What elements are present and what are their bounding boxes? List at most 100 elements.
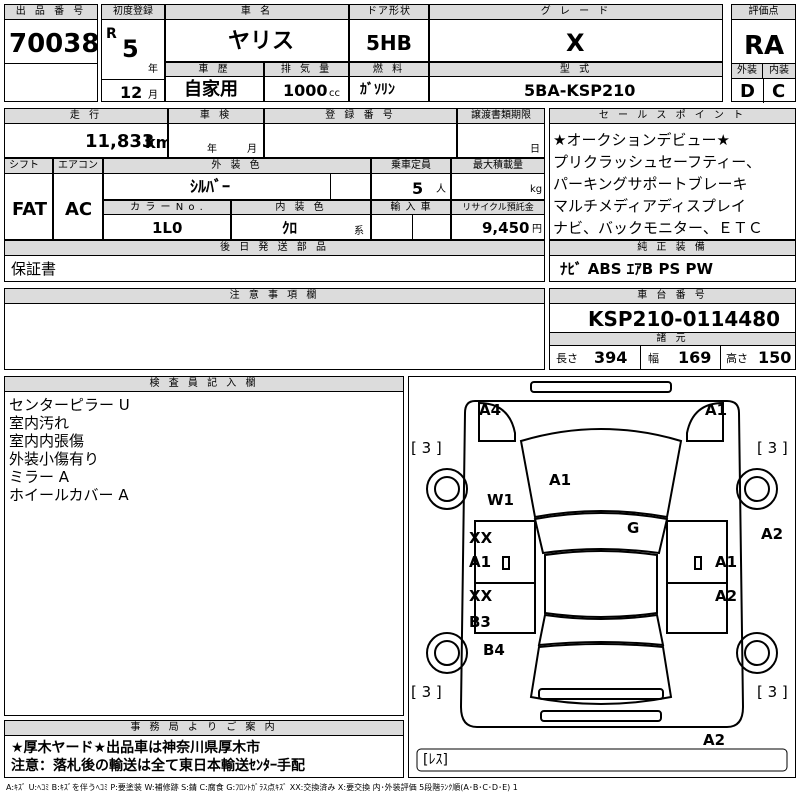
later-parts: 保証書 [11,260,57,278]
height: 150 [758,348,792,367]
model-box: 型 式 5BA-KSP210 [429,62,723,102]
car-name-box: 車 名 ヤリス [165,4,349,62]
width-label: 幅 [648,352,659,365]
lot-number-box: 出 品 番 号 70038 [4,4,100,102]
tire-rear-left: [ 3 ] [411,683,442,701]
inspector-note: 室内汚れ [9,414,70,432]
fuel-header: 燃 料 [350,63,428,77]
recycle-box: リサイクル預託金 9,450 円 [451,200,545,240]
displacement-unit: cc [329,88,340,99]
later-parts-header: 後 日 発 送 部 品 [5,241,544,256]
import-header: 輸 入 車 [372,201,450,215]
rating-header: 評価点 [732,5,795,20]
recycle-fee: 9,450 [482,219,530,237]
inspector-box: 検 査 員 記 入 欄 センターピラー U 室内汚れ 室内内張傷 外装小傷有り … [4,376,404,716]
inspector-note: 室内内張傷 [9,432,85,450]
int-color-box: 内 装 色 ｸﾛ 系 [231,200,371,240]
sales-point-line: ★オークションデビュー★ [553,131,730,149]
car-diagram [416,381,788,772]
mileage: 11,833 [85,131,155,152]
width: 169 [678,348,712,367]
max-load-header: 最大積載量 [452,159,544,174]
shift-header: シフト [5,159,52,174]
mark-b3-left-rear: B3 [469,613,491,631]
genuine-equipment: ﾅﾋﾞ ABS ｴｱB PS PW [560,260,714,278]
door-type-box: ドア形状 5HB [349,4,429,62]
ext-color: ｼﾙﾊﾞｰ [190,177,231,196]
mark-g-roof: G [627,519,640,537]
lot-number-header: 出 品 番 号 [5,5,97,20]
aircon-box: エアコン AC [53,158,103,240]
damage-diagram-box: A4 A1 W1 A1 G XX A1 A2 A1 XX A2 B3 B4 A2… [408,376,796,778]
fuel: ｶﾞｿﾘﾝ [360,82,395,98]
mileage-header: 走 行 [5,109,167,124]
displacement-box: 排 気 量 1000 cc [264,62,349,102]
history-box: 車 歴 自家用 [165,62,264,102]
mark-a2-rear: A2 [703,731,726,749]
transfer-deadline-box: 譲渡書類期限 日 [457,108,545,158]
mark-a1-front-right: A1 [705,401,728,419]
sales-point-line: プリクラッシュセーフティー、 [553,153,762,171]
ext-color-header: 外 装 色 [104,159,370,174]
capacity-header: 乗車定員 [372,159,450,174]
length-label: 長さ [556,352,578,365]
length: 394 [594,348,628,367]
max-load-box: 最大積載量 kg [451,158,545,200]
mark-w1: W1 [487,491,514,509]
registration-month: 12 [120,83,143,102]
lot-number: 70038 [9,29,100,59]
history-header: 車 歴 [166,63,263,77]
int-color-header: 内 装 色 [232,201,370,215]
mileage-unit: km [145,133,173,152]
capacity-box: 乗車定員 5 人 [371,158,451,200]
color-no: 1L0 [152,219,183,237]
sales-points-header: セ ー ル ス ポ イ ン ト [550,109,795,124]
office-notice-header: 事 務 局 よ り ご 案 内 [5,721,403,736]
specs-header: 諸 元 [550,332,795,346]
load-unit: kg [530,184,543,195]
mark-a1-left-front: A1 [469,553,492,571]
history: 自家用 [184,79,238,100]
displacement-header: 排 気 量 [265,63,348,77]
import-box: 輸 入 車 [371,200,451,240]
int-color: ｸﾛ [282,219,298,237]
sales-point-line: パーキングサポートブレーキ [553,175,748,193]
first-registration-box: 初度登録 R 5 年 12 月 [101,4,165,102]
registration-year: 5 [122,35,139,63]
sales-points-list: ★オークションデビュー★ プリクラッシュセーフティー、 パーキングサポートブレー… [553,129,763,239]
chassis-number: KSP210-0114480 [588,307,781,331]
int-color-unit: 系 [354,226,364,237]
tire-rear-right: [ 3 ] [757,683,788,701]
recycle-header: リサイクル預託金 [452,201,544,215]
notes-header: 注 意 事 項 欄 [5,289,544,304]
month-unit: 月 [148,90,158,101]
inspector-note: ホイールカバー A [9,486,129,504]
mark-a1-hood: A1 [549,471,572,489]
office-notice-line: 注意：落札後の輸送は全て東日本輸送ｾﾝﾀｰ手配 [11,758,305,774]
office-notice-line: ★厚木ヤード★出品車は神奈川県厚木市 [11,740,261,756]
era: R [106,26,117,42]
genuine-equipment-header: 純 正 装 備 [550,241,795,256]
grade-header: グ レ ー ド [430,5,722,20]
tire-front-right: [ 3 ] [757,439,788,457]
recycle-unit: 円 [532,224,542,235]
shift: FAT [12,199,48,220]
inspection-header: 車 検 [169,109,263,124]
displacement: 1000 [283,81,328,100]
chassis-box: 車 台 番 号 KSP210-0114480 諸 元 長さ 394 幅 169 … [549,288,796,370]
color-no-box: カ ラ ー N o . 1L0 [103,200,231,240]
transfer-day-unit: 日 [530,144,540,155]
inspector-note: 外装小傷有り [9,450,100,468]
inspector-notes-list: センターピラー U 室内汚れ 室内内張傷 外装小傷有り ミラー A ホイールカバ… [9,396,130,504]
model: 5BA-KSP210 [524,81,636,100]
first-registration-header: 初度登録 [102,5,164,20]
registration-number-box: 登 録 番 号 [264,108,457,158]
tire-spare: [ﾚｽ] [423,752,448,768]
mark-xx-left-rear: XX [469,587,493,605]
tire-front-left: [ 3 ] [411,439,442,457]
inspection-month-unit: 月 [247,144,257,155]
exterior-grade: D [740,81,755,102]
door-type: 5HB [366,31,412,55]
fuel-box: 燃 料 ｶﾞｿﾘﾝ [349,62,429,102]
inspector-note: ミラー A [9,468,70,486]
